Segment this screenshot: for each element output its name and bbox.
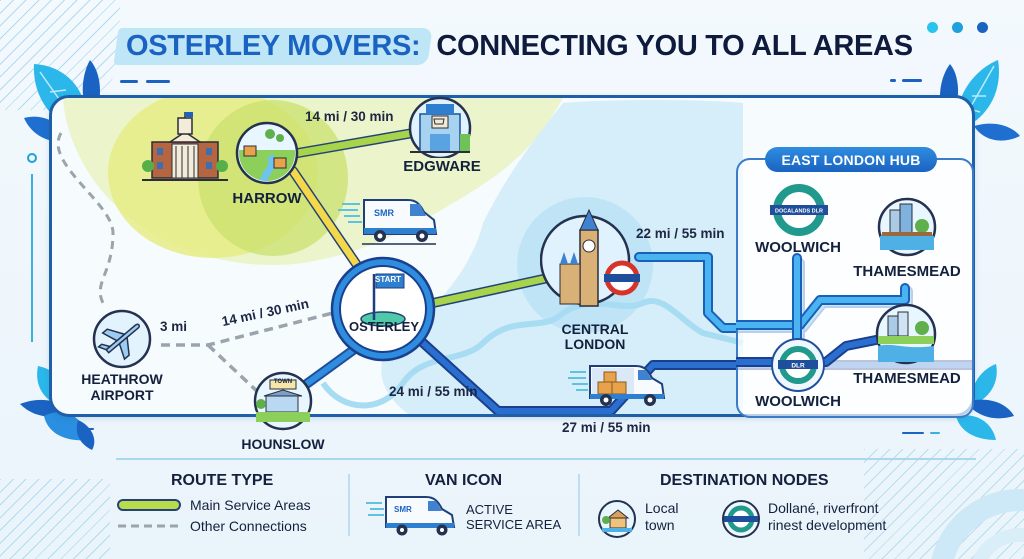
distance-osterley-south: 24 mi / 55 min — [389, 384, 478, 399]
heathrow-label-2: AIRPORT — [90, 387, 154, 403]
legend-divider — [116, 458, 976, 460]
van-brand: SMR — [394, 505, 412, 514]
legend-van-icon-title: VAN ICON — [425, 472, 503, 489]
central-london-label-2: LONDON — [564, 336, 626, 352]
hounslow-label: HOUNSLOW — [241, 436, 325, 452]
edgware-node-icon[interactable] — [404, 94, 476, 158]
legend-van-icon: SMR — [366, 496, 456, 536]
distance-harrow-edgware: 14 mi / 30 min — [305, 109, 394, 124]
legend-main-service: Main Service Areas — [190, 497, 311, 513]
title-highlight: OSTERLEY MOVERS: — [113, 27, 433, 65]
central-london-label-1: CENTRAL — [561, 321, 629, 337]
page-title: OSTERLEY MOVERS: CONNECTING YOU TO ALL A… — [113, 24, 913, 68]
legend-riverfront-1: Dollané, riverfront — [768, 500, 879, 516]
harrow-node-icon[interactable] — [234, 120, 300, 186]
distance-central-woolwich: 27 mi / 55 min — [562, 420, 651, 435]
local-town-icon — [598, 500, 636, 538]
legend-col-divider — [348, 474, 350, 536]
decor-dash — [902, 432, 924, 434]
leaf-decor-icon — [956, 364, 1014, 440]
legend-riverfront-2: rinest development — [768, 517, 887, 533]
decor-dash — [80, 428, 94, 430]
hub-woolwich-1-label: WOOLWICH — [755, 239, 841, 256]
dashed-route-swatch-icon — [118, 524, 180, 528]
legend-route-type-title: ROUTE TYPE — [171, 472, 274, 489]
thamesmead-city-icon[interactable] — [876, 196, 938, 258]
legend-local-1: Local — [645, 500, 679, 516]
osterley-node-icon[interactable] — [328, 254, 438, 364]
decor-dots — [927, 22, 988, 33]
heathrow-label-1: HEATHROW — [81, 371, 163, 387]
heathrow-node-icon[interactable] — [91, 308, 153, 370]
dot — [977, 22, 988, 33]
legend-active-1: ACTIVE — [466, 502, 513, 517]
central-london-node-icon[interactable] — [540, 206, 650, 318]
hub-thamesmead-2-label: THAMESMEAD — [853, 370, 961, 387]
hub-routes — [736, 253, 910, 367]
legend-col-divider — [578, 474, 580, 536]
decor-dash — [890, 79, 896, 82]
decor-dash — [120, 80, 138, 83]
dot — [927, 22, 938, 33]
main-route-swatch-icon — [117, 499, 181, 511]
hub-woolwich-2-label: WOOLWICH — [755, 393, 841, 410]
hounslow-node-icon[interactable] — [252, 370, 314, 432]
roundel-text: DLR — [791, 363, 805, 370]
decor-arcs — [931, 489, 1024, 559]
thamesmead-park-icon[interactable] — [874, 302, 938, 366]
distance-heathrow-hounslow: 3 mi — [160, 319, 188, 334]
roundel-text: DOCALANDS DLR — [775, 209, 823, 215]
osterley-label: OSTERLEY — [348, 319, 420, 334]
decor-stripes-bottom-left — [0, 479, 110, 559]
decor-side-line — [27, 153, 37, 342]
edgware-label: EDGWARE — [403, 158, 481, 175]
hounslow-sign: TOWN — [273, 379, 293, 385]
decor-dash — [930, 432, 940, 434]
hub-thamesmead-1-label: THAMESMEAD — [853, 263, 961, 280]
delivery-van-icon: SMR — [338, 199, 438, 245]
woolwich-dlr-roundel-icon[interactable]: DLR — [770, 337, 826, 393]
woolwich-dlr-roundel-icon[interactable]: DOCALANDS DLR — [770, 181, 828, 239]
hub-title: EAST LONDON HUB — [765, 147, 937, 172]
town-hall-icon — [142, 112, 228, 181]
start-badge: START — [375, 275, 402, 284]
roundel-legend-icon — [722, 500, 760, 538]
legend-active-2: SERVICE AREA — [466, 517, 562, 532]
title-rest: CONNECTING YOU TO ALL AREAS — [436, 29, 913, 62]
van-brand: SMR — [374, 208, 395, 218]
legend-destination-title: DESTINATION NODES — [660, 472, 829, 489]
dot — [952, 22, 963, 33]
distance-central-east: 22 mi / 55 min — [636, 226, 725, 241]
decor-dash — [146, 80, 170, 83]
harrow-label: HARROW — [232, 190, 302, 207]
legend-local-2: town — [645, 517, 675, 533]
legend-other-connections: Other Connections — [190, 518, 307, 534]
cargo-van-icon — [568, 365, 666, 406]
decor-dash — [902, 79, 922, 82]
